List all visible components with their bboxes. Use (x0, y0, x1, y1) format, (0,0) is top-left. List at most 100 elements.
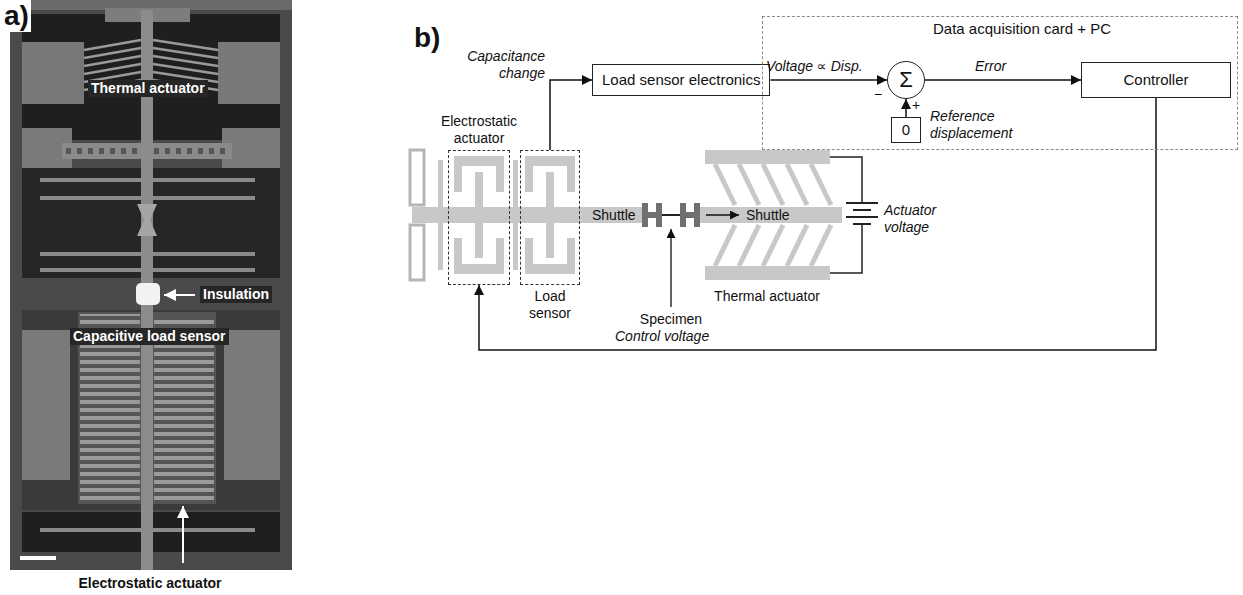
part-label: Specimen (640, 311, 702, 328)
mems-schematic (475, 223, 483, 258)
battery-symbol (846, 202, 878, 204)
battery-symbol (830, 157, 862, 203)
mems-schematic (715, 225, 735, 266)
sem-micrograph (218, 42, 280, 104)
actuator-outline: Electrostatic actuator (448, 150, 510, 285)
leader-line (670, 229, 671, 307)
signal-label: Error (975, 58, 1006, 75)
mems-schematic (715, 164, 831, 266)
mems-schematic (811, 164, 831, 205)
mems-schematic (739, 225, 759, 266)
battery-symbol (830, 157, 878, 273)
mems-schematic (787, 225, 807, 266)
mems-schematic (438, 160, 443, 207)
sem-micrograph (224, 330, 280, 480)
part-label: Capacitive load sensor (70, 328, 229, 345)
mems-schematic (525, 238, 533, 264)
mems-schematic (763, 225, 783, 266)
mems-schematic (412, 207, 642, 223)
junction-symbol: Σ (899, 68, 913, 92)
sem-micrograph (22, 42, 84, 104)
mems-schematic (763, 164, 783, 205)
mems-schematic (715, 164, 735, 205)
part-label: Insulation (200, 286, 272, 303)
leader-line (671, 229, 672, 307)
sign-label: + (912, 97, 920, 114)
mems-schematic (410, 225, 424, 280)
panel-letter: b) (412, 22, 442, 54)
summing-junction: Σ (887, 61, 925, 99)
part-heading: Load sensor (515, 288, 585, 322)
mems-schematic (787, 164, 807, 205)
mems-schematic (454, 156, 575, 274)
mems-schematic (546, 223, 554, 258)
mems-schematic (546, 172, 554, 207)
sem-micrograph (20, 556, 56, 560)
mems-schematic (410, 150, 842, 280)
mems-schematic (454, 264, 504, 274)
signal-connector (770, 79, 887, 81)
part-label: Thermal actuator (88, 80, 208, 97)
signal-label: Capacitance change (455, 48, 545, 82)
mems-schematic (739, 164, 759, 205)
mems-schematic (496, 166, 504, 192)
mems-schematic (680, 212, 700, 218)
mems-schematic (525, 166, 533, 192)
box-text: 0 (902, 121, 910, 139)
battery-symbol (846, 216, 878, 218)
mems-schematic (475, 172, 483, 207)
mems-schematic (525, 264, 575, 274)
mems-schematic (662, 214, 680, 216)
signal-connector (550, 80, 592, 150)
sem-micrograph (154, 318, 214, 502)
reference-box: 0 (891, 117, 921, 143)
part-label: Shuttle (590, 207, 638, 223)
mems-schematic (706, 214, 739, 216)
mems-schematic (454, 156, 504, 166)
signal-label: Control voltage (615, 328, 709, 345)
mems-schematic (705, 150, 830, 164)
signal-connector (925, 79, 1081, 81)
sem-micrograph (137, 204, 157, 236)
mems-schematic (642, 203, 700, 227)
signal-label: Actuator voltage (884, 202, 956, 236)
mems-schematic (567, 238, 575, 264)
callout-arrow (164, 294, 195, 296)
sign-label: − (874, 86, 882, 103)
process-box: Controller (1081, 62, 1231, 98)
mems-schematic (700, 207, 842, 223)
part-label: Shuttle (744, 207, 792, 223)
mems-schematic (642, 212, 662, 218)
mems-schematic (454, 166, 462, 192)
battery-symbol (853, 209, 871, 211)
signal-connector (905, 99, 907, 117)
mems-schematic (705, 266, 830, 280)
sensor-outline: Load sensor (520, 150, 580, 285)
battery-symbol (830, 224, 862, 273)
part-heading: Electrostatic actuator (424, 113, 534, 147)
signal-label: Voltage ∝ Disp. (766, 58, 863, 75)
mems-schematic (811, 225, 831, 266)
sem-micrograph (10, 0, 292, 570)
panel-letter: a) (2, 0, 31, 32)
mems-schematic (410, 150, 424, 205)
mems-schematic (496, 238, 504, 264)
mems-schematic (454, 238, 462, 264)
signal-connector (479, 98, 1156, 350)
callout-arrow (182, 506, 184, 563)
process-box: Load sensor electronics (592, 64, 770, 96)
sem-micrograph (22, 330, 70, 480)
sem-micrograph (136, 283, 160, 305)
region-title: Data acquisition card + PC (933, 20, 1111, 38)
signal-label: Reference displacement (930, 108, 1035, 142)
mems-schematic (513, 223, 518, 270)
box-text: Controller (1123, 71, 1188, 89)
sem-micrograph (10, 0, 292, 570)
part-label: Thermal actuator (714, 288, 820, 305)
box-text: Load sensor electronics (602, 71, 760, 89)
mems-schematic (438, 223, 443, 270)
mems-schematic (525, 156, 575, 166)
mems-schematic (513, 160, 518, 207)
part-label: Electrostatic actuator (78, 575, 221, 591)
